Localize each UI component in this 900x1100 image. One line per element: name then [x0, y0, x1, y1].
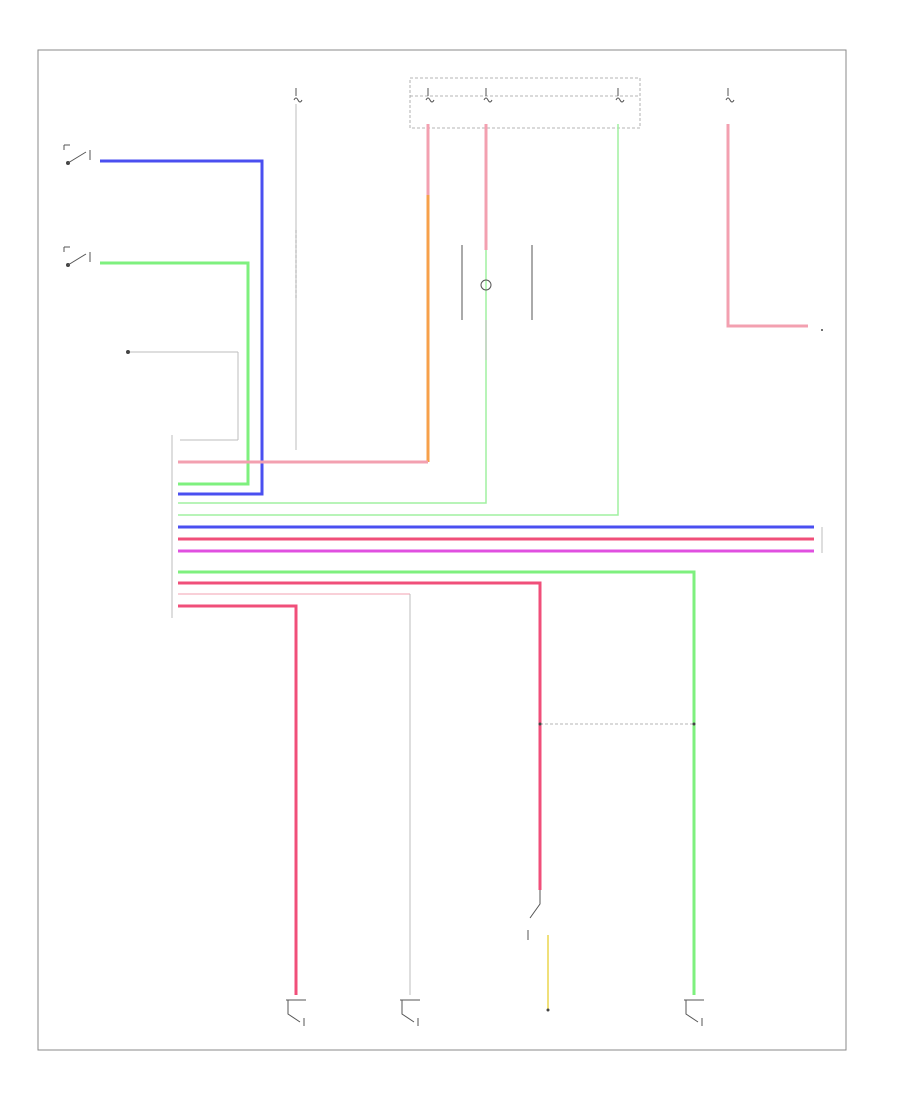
wire-pink-lower [178, 581, 542, 890]
center-switch-icon [527, 890, 550, 1012]
lamp-icon [461, 245, 533, 360]
diagram-frame [37, 49, 847, 1051]
wire-pink-left-lower [178, 604, 298, 995]
fuse-icon [293, 88, 735, 103]
rear-door-switch [63, 144, 91, 165]
top-power-section [293, 77, 735, 450]
fuse-block-outline [409, 77, 641, 129]
wire-lightgreen-fuse-b [178, 250, 487, 504]
wire-blue-rear-door [100, 159, 264, 496]
right-terminals [821, 329, 823, 553]
wire-green-lower [178, 570, 696, 995]
door-switch-icon [286, 999, 704, 1026]
wire-pink-fuse-d [726, 124, 808, 328]
wire-green-front-door [100, 261, 250, 486]
front-door-switch [63, 246, 91, 267]
ground-ref [126, 350, 239, 441]
wire-lightgreen-fuse-c [178, 124, 619, 516]
